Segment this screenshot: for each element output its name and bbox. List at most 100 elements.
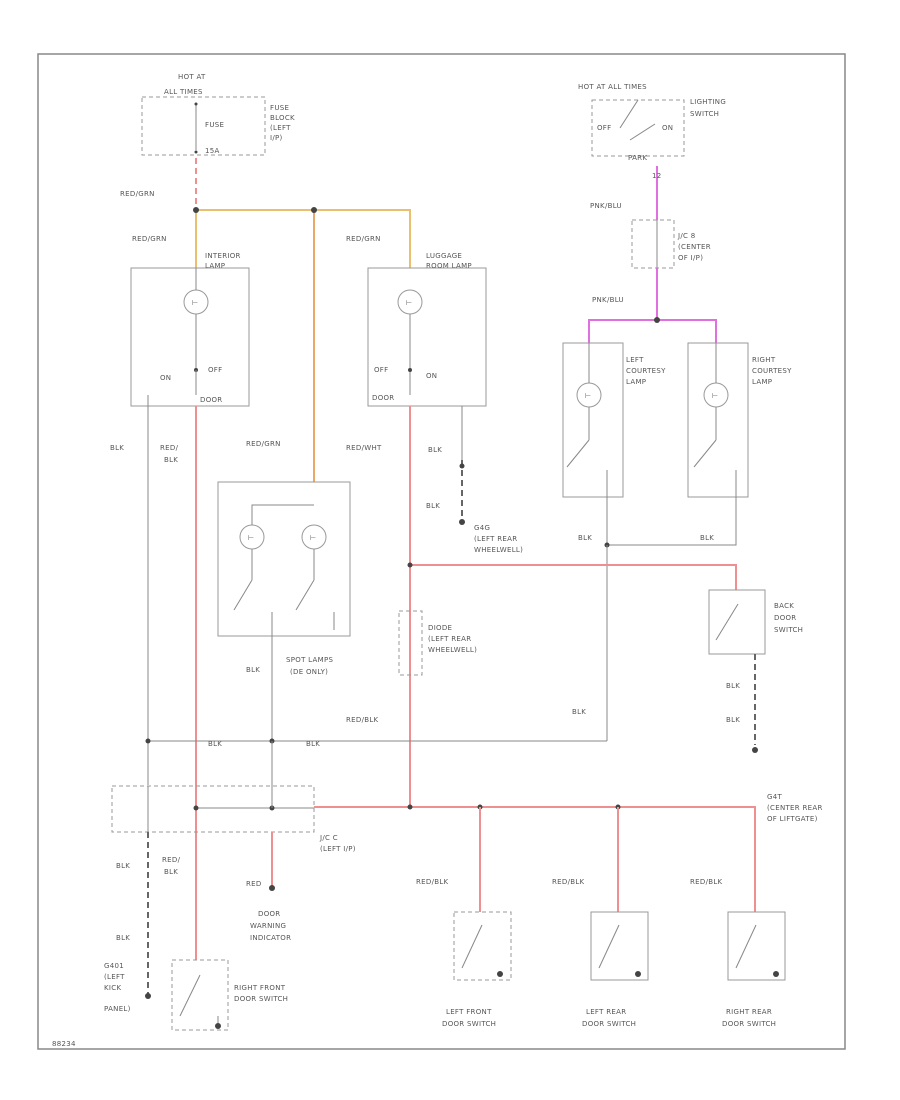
label-red-grn-4: RED/GRN — [246, 440, 281, 448]
label-pnk-blu-2: PNK/BLU — [592, 296, 624, 304]
label-ll-door: DOOR — [372, 394, 394, 402]
label-blk-10: BLK — [306, 740, 320, 748]
label-right-courtesy-1: RIGHT — [752, 356, 776, 364]
label-il-off: OFF — [208, 366, 222, 374]
label-luggage-lamp-2: ROOM LAMP — [426, 262, 472, 270]
wire-blk-courtesy — [606, 497, 737, 546]
label-red-wht: RED/WHT — [346, 444, 382, 452]
label-blk-4: BLK — [578, 534, 592, 542]
label-left-courtesy-2: COURTESY — [626, 367, 666, 375]
label-right-rear-2: DOOR SWITCH — [722, 1020, 776, 1028]
label-fuse-block-1: FUSE — [270, 104, 289, 112]
label-door-warn-2: WARNING — [250, 922, 286, 930]
label-left-rear-2: DOOR SWITCH — [582, 1020, 636, 1028]
wire-red-grn-bus — [196, 209, 411, 268]
label-blk-5: BLK — [700, 534, 714, 542]
right-rear-door-switch-box — [727, 911, 786, 981]
wire-pnk-blu-split — [588, 319, 717, 343]
label-fuse-block-3: (LEFT — [270, 124, 291, 132]
label-red-blk-5: RED/BLK — [552, 878, 585, 886]
fuse-block — [141, 96, 266, 156]
bulb-glyph: ⊢ — [712, 392, 718, 400]
label-g4-1: G4G — [474, 524, 490, 532]
label-interior-lamp-1: INTERIOR — [205, 252, 241, 260]
label-red-grn-3: RED/GRN — [346, 235, 381, 243]
label-hot-park: HOT AT ALL TIMES — [578, 83, 647, 91]
label-fuse: FUSE — [205, 121, 224, 129]
label-ll-on: ON — [426, 372, 437, 380]
label-red-blk-1: RED/ — [160, 444, 179, 452]
jc8-box — [631, 219, 675, 269]
spot-lamps-box — [217, 481, 351, 637]
right-courtesy-lamp-box — [687, 342, 749, 498]
label-fuse-block-4: I/P) — [270, 134, 283, 142]
label-blk-12: BLK — [116, 862, 130, 870]
splice-1 — [193, 207, 199, 213]
label-fuse-amp: 15A — [205, 147, 220, 155]
label-g4-c3: OF LIFTGATE) — [767, 815, 818, 823]
label-lighting-switch-2: SWITCH — [690, 110, 719, 118]
left-front-door-switch-box — [453, 911, 512, 981]
label-pnk-blu-1: PNK/BLU — [590, 202, 622, 210]
left-rear-door-switch-box — [590, 911, 649, 981]
label-blk-13: BLK — [116, 934, 130, 942]
label-back-door-2: DOOR — [774, 614, 796, 622]
label-jc8-1: J/C 8 — [677, 232, 696, 240]
bulb-glyph: ⊢ — [310, 534, 316, 542]
label-g401-1: G401 — [104, 962, 124, 970]
label-red-blk-4: RED/BLK — [416, 878, 449, 886]
label-blk-11: BLK — [572, 708, 586, 716]
label-blk-6: BLK — [246, 666, 260, 674]
label-luggage-lamp-1: LUGGAGE — [426, 252, 462, 260]
bulb-glyph: ⊢ — [406, 299, 412, 307]
label-red-blk-1b: BLK — [164, 456, 178, 464]
label-red-grn-2: RED/GRN — [132, 235, 167, 243]
wire-red-blk-bottom-bus — [314, 806, 756, 912]
label-left-courtesy-3: LAMP — [626, 378, 646, 386]
label-jc-left-1: J/C C — [319, 834, 338, 842]
left-courtesy-lamp-box — [562, 342, 624, 498]
label-g4-3: WHEELWELL) — [474, 546, 523, 554]
label-spot-lamps-1: SPOT LAMPS — [286, 656, 333, 664]
label-lighting-switch-1: LIGHTING — [690, 98, 726, 106]
label-g4-c2: (CENTER REAR — [767, 804, 823, 812]
label-back-door-3: SWITCH — [774, 626, 803, 634]
label-door-warn-3: INDICATOR — [250, 934, 291, 942]
label-diode-3: WHEELWELL) — [428, 646, 477, 654]
wire-red-back-door — [410, 564, 737, 590]
label-jc8-3: OF I/P) — [678, 254, 703, 262]
luggage-lamp-box — [367, 267, 487, 407]
label-il-on: ON — [160, 374, 171, 382]
label-blk-2: BLK — [428, 446, 442, 454]
label-g401-4: PANEL) — [104, 1005, 131, 1013]
diode-box — [398, 610, 423, 676]
label-jc8-2: (CENTER — [678, 243, 711, 251]
splice-2 — [311, 207, 317, 213]
label-interior-lamp-2: LAMP — [205, 262, 225, 270]
label-right-courtesy-2: COURTESY — [752, 367, 792, 375]
jc-left-box — [111, 785, 315, 833]
label-right-rear-1: RIGHT REAR — [726, 1008, 772, 1016]
label-ls-park: PARK — [628, 154, 647, 162]
label-spot-lamps-2: (DE ONLY) — [290, 668, 328, 676]
label-red-blk-2: RED/BLK — [346, 716, 379, 724]
label-left-courtesy-1: LEFT — [626, 356, 644, 364]
label-door-warn-1: DOOR — [258, 910, 280, 918]
label-right-front-2: DOOR SWITCH — [234, 995, 288, 1003]
label-blk-9: BLK — [208, 740, 222, 748]
label-g401-2: (LEFT — [104, 973, 125, 981]
bulb-glyph: ⊢ — [248, 534, 254, 542]
label-12: 12 — [652, 172, 662, 180]
bulb-glyph: ⊢ — [585, 392, 591, 400]
label-ls-on: ON — [662, 124, 673, 132]
label-diode-1: DIODE — [428, 624, 452, 632]
label-diode-2: (LEFT REAR — [428, 635, 471, 643]
label-right-front-1: RIGHT FRONT — [234, 984, 286, 992]
label-red-blk-3: RED/ — [162, 856, 181, 864]
label-red-grn-1: RED/GRN — [120, 190, 155, 198]
label-left-front-1: LEFT FRONT — [446, 1008, 492, 1016]
label-blk-7: BLK — [726, 682, 740, 690]
label-hot-at: HOT AT — [178, 73, 206, 81]
splice-pnk — [654, 317, 660, 323]
